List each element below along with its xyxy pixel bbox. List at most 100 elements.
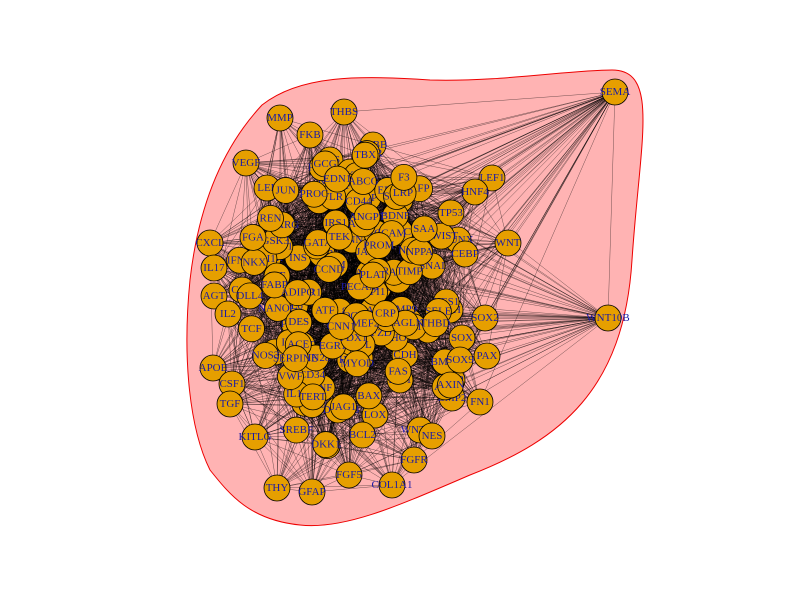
node-sox9[interactable]: SOX9	[446, 346, 474, 374]
node-bcl2[interactable]: BCL2	[349, 421, 376, 449]
node-cxcl[interactable]: CXCL	[195, 229, 225, 257]
network-edge	[337, 397, 453, 411]
node-lep[interactable]: LEP	[253, 174, 281, 202]
node-circle	[330, 98, 358, 126]
node-fabp[interactable]: FABP	[261, 271, 288, 299]
node-label: MEF2	[351, 317, 379, 329]
node-circle	[461, 178, 489, 206]
node-mmp[interactable]: MMP	[266, 104, 294, 132]
network-edge	[231, 383, 313, 493]
node-label: BDNF	[381, 210, 410, 222]
node-apoe[interactable]: APOE	[199, 354, 228, 382]
node-circle	[298, 478, 326, 506]
network-edge	[479, 91, 616, 403]
node-nanog[interactable]: NANOG	[258, 294, 298, 322]
node-label: TP53	[439, 207, 463, 219]
node-fgf5[interactable]: FGF5	[335, 461, 363, 489]
node-pax[interactable]: PAX	[473, 342, 501, 370]
node-label: BAX	[357, 390, 380, 402]
node-bax[interactable]: BAX	[355, 382, 383, 410]
node-wnt10b[interactable]: WNT10B	[586, 304, 630, 332]
node-label: LEP	[257, 182, 277, 194]
node-dll4[interactable]: DLL4	[236, 282, 264, 310]
node-myod[interactable]: MYOD	[340, 350, 374, 378]
node-fas[interactable]: FAS	[384, 357, 412, 385]
network-edge	[441, 236, 488, 357]
node-nkx[interactable]: NKX	[240, 248, 268, 276]
node-label: NANOG	[258, 302, 298, 314]
node-dkk1[interactable]: DKK1	[311, 431, 341, 458]
node-label: CXCL	[195, 237, 225, 249]
node-circle	[282, 416, 310, 444]
node-label: CSF1	[219, 378, 244, 390]
network-edge	[348, 91, 616, 476]
network-edge	[330, 91, 616, 182]
network-edge	[507, 91, 616, 244]
node-des[interactable]: DES	[285, 308, 313, 336]
node-hnf4[interactable]: HNF4	[461, 178, 489, 206]
network-edge	[450, 91, 616, 386]
node-prom[interactable]: PROM	[363, 232, 395, 259]
node-sox2[interactable]: SOX2	[471, 304, 499, 332]
node-srebf[interactable]: SREBF	[279, 416, 313, 444]
node-vegf[interactable]: VEGF	[232, 149, 261, 177]
node-cnn1[interactable]: CNN1	[327, 313, 356, 340]
node-abcg[interactable]: ABCG	[348, 168, 379, 195]
node-label: THBS	[330, 106, 358, 118]
node-label: KITLG	[239, 431, 272, 443]
node-label: BCL2	[349, 429, 376, 441]
node-tp53[interactable]: TP53	[437, 199, 465, 227]
node-circle	[343, 350, 371, 378]
node-jag1[interactable]: JAG1	[330, 393, 357, 421]
node-tbx[interactable]: TBX	[351, 141, 379, 169]
node-circle	[266, 104, 294, 132]
node-gfap[interactable]: GFAP	[298, 478, 326, 506]
node-kitlg[interactable]: KITLG	[239, 423, 272, 451]
node-circle	[601, 78, 629, 106]
node-col1a1[interactable]: COL1A1	[372, 471, 413, 499]
node-adipo[interactable]: ADIPO	[281, 279, 315, 307]
node-nes[interactable]: NES	[418, 422, 446, 450]
node-ccnd[interactable]: CCND	[314, 255, 345, 283]
node-tek[interactable]: TEK	[325, 223, 353, 251]
node-fkb[interactable]: FKB	[296, 121, 324, 149]
node-tert[interactable]: TERT	[299, 383, 327, 411]
node-circle	[471, 304, 499, 332]
node-fgfr[interactable]: FGFR	[400, 446, 428, 474]
node-wnt[interactable]: WNT	[494, 229, 522, 257]
network-edge	[376, 91, 616, 234]
node-circle	[284, 279, 311, 307]
node-thbs[interactable]: THBS	[330, 98, 358, 126]
network-edge	[396, 196, 609, 319]
node-sema[interactable]: SEMA	[600, 78, 631, 106]
network-edge	[227, 313, 313, 493]
node-label: COL1A1	[372, 479, 413, 491]
node-label: HNF4	[461, 186, 489, 198]
node-timp[interactable]: TIMP	[395, 258, 423, 286]
network-edge	[419, 251, 609, 319]
node-label: TGF	[220, 398, 241, 410]
node-label: DLL4	[236, 290, 263, 302]
node-jun[interactable]: JUN	[272, 177, 300, 204]
node-label: LOX	[364, 409, 387, 421]
node-atf[interactable]: ATF	[311, 296, 339, 324]
node-label: WNT	[495, 237, 520, 249]
node-label: MYOD	[340, 358, 374, 370]
node-label: TBX	[354, 149, 376, 161]
node-sox[interactable]: SOX	[448, 324, 476, 352]
node-label: VEGF	[232, 157, 261, 169]
node-agt[interactable]: AGT	[200, 282, 228, 310]
node-cebp[interactable]: CEBP	[451, 240, 479, 268]
node-thy[interactable]: THY	[263, 474, 291, 502]
node-fn1[interactable]: FN1	[466, 388, 494, 416]
node-label: CEBP	[451, 248, 479, 260]
node-circle	[241, 423, 269, 451]
node-il17[interactable]: IL17	[200, 254, 228, 282]
node-circle	[330, 393, 357, 421]
node-tcf[interactable]: TCF	[238, 315, 265, 343]
node-axin[interactable]: AXIN	[437, 371, 465, 399]
node-gata[interactable]: GATA	[304, 229, 333, 257]
node-il2[interactable]: IL2	[214, 300, 242, 328]
node-circle	[400, 446, 428, 474]
node-tgf[interactable]: TGF	[216, 390, 244, 418]
